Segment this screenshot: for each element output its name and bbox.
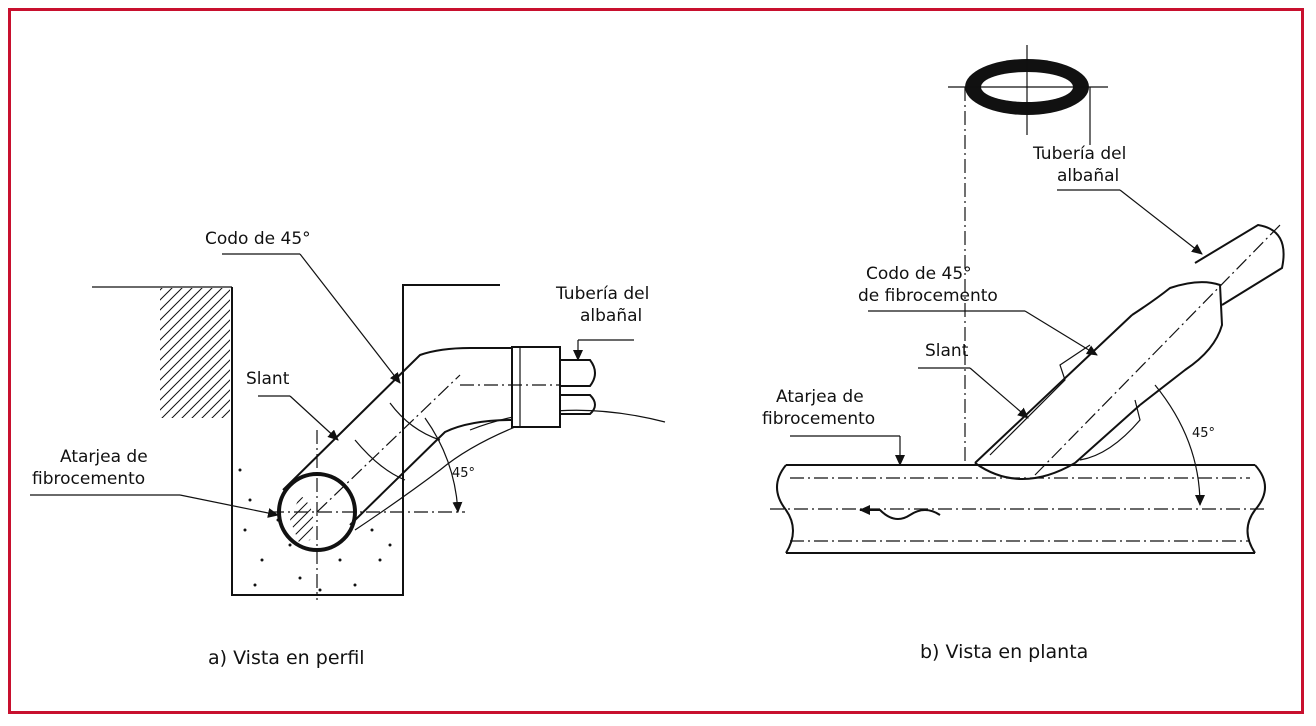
plan-slant-leader [969,367,1029,419]
plan-label-tuberia-1: Tubería del [1032,144,1126,164]
ground-surface-right [469,409,666,431]
sewer-right-break [1246,464,1266,554]
plan-tuberia-leader [1119,189,1203,255]
caption-plan: b) Vista en planta [920,641,1088,663]
plan-coupling [1131,281,1224,406]
angle-arc [424,417,463,513]
label-tuberia-2: albañal [580,306,642,326]
profile-view: 45° Codo de 45° Tubería del albañal Slan… [30,229,666,669]
flow-arrow [859,505,941,520]
codo-leader [299,253,401,384]
elbow-right-edge [1074,404,1141,464]
elbow-bottom-edge [349,419,513,526]
slant-hatch [290,495,314,545]
elbow-top-edge [282,347,512,491]
sewer-left-break [776,464,794,554]
slant-leader [289,395,339,441]
plan-view: 45° Tubería del albañal Codo de 45° de f… [762,45,1285,663]
coupling-seam-2 [389,402,441,441]
slant-outline [989,344,1091,456]
label-slant: Slant [246,369,290,389]
label-atarjea-2: fibrocemento [32,469,145,489]
label-atarjea-1: Atarjea de [60,447,148,467]
concrete-bed [238,468,392,592]
slant-lip [1079,399,1141,461]
plan-label-atarjea-1: Atarjea de [776,387,864,407]
caption-profile: a) Vista en perfil [208,647,365,669]
plan-label-slant: Slant [925,341,969,361]
label-tuberia-1: Tubería del [555,284,649,304]
soil-hatch [160,288,230,418]
plan-codo-leader [1024,310,1098,356]
trench-outline [231,284,500,596]
pipe-coupling [511,346,561,428]
junction-saddle [974,462,1076,480]
house-pipe-stub-lower [560,394,596,415]
plan-angle-label: 45° [1192,426,1215,441]
plan-angle-arc [1154,384,1205,506]
coupling-seam-1 [354,439,406,481]
plan-label-codo-2: de fibrocemento [858,286,998,306]
centerline-diagonal [316,374,461,513]
plan-label-tuberia-2: albañal [1057,166,1119,186]
plan-house-pipe [1194,223,1285,306]
atarjea-leader [179,494,279,518]
label-codo: Codo de 45° [205,229,311,249]
slope-line [354,424,521,531]
plan-label-codo-1: Codo de 45° [866,264,972,284]
plan-diagonal-centerline [1034,224,1281,476]
house-pipe-stub [560,359,596,387]
plan-label-atarjea-2: fibrocemento [762,409,875,429]
elbow-left-edge [974,314,1133,464]
angle-label: 45° [452,466,475,481]
